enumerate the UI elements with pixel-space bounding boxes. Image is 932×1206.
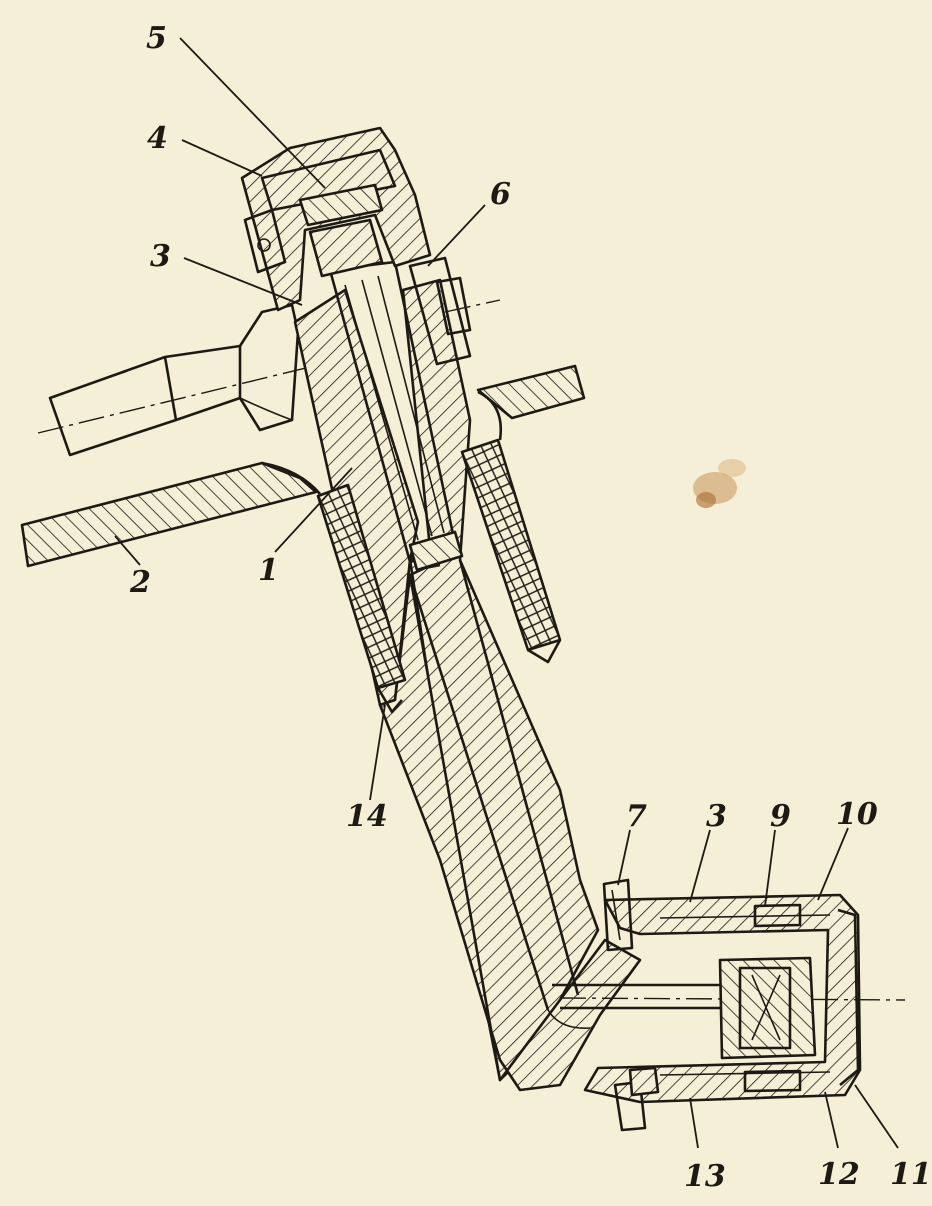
- leader-1: [274, 467, 353, 553]
- leader-9: [764, 829, 776, 907]
- label-2: 2: [129, 565, 151, 600]
- leader-10: [817, 827, 849, 901]
- leader-7: [617, 829, 631, 886]
- label-9: 9: [770, 799, 791, 834]
- leader-lines: [114, 37, 899, 1149]
- leader-12: [824, 1091, 839, 1149]
- label-6: 6: [490, 177, 511, 212]
- bushing-sleeve: [316, 438, 562, 714]
- label-14: 14: [346, 799, 388, 834]
- leader-4: [181, 139, 263, 177]
- label-10: 10: [836, 797, 878, 832]
- label-3-top: 3: [150, 239, 171, 274]
- label-4: 4: [147, 121, 168, 156]
- label-1: 1: [258, 553, 279, 588]
- leader-13: [689, 1097, 699, 1149]
- leader-6: [427, 204, 486, 267]
- paper-stain: [693, 459, 746, 508]
- callout-labels: 5 4 6 3 2 1 14 7 3 9 10 13 12 11: [129, 21, 932, 1194]
- crank-arm: [37, 303, 311, 457]
- label-11: 11: [890, 1157, 932, 1192]
- label-13: 13: [684, 1159, 726, 1194]
- leader-5: [179, 37, 326, 189]
- label-5: 5: [146, 21, 167, 56]
- pipe-body: [293, 278, 642, 1092]
- leader-11: [854, 1084, 899, 1149]
- top-cap: [240, 126, 501, 366]
- lower-housing: [552, 878, 906, 1132]
- label-12: 12: [818, 1157, 860, 1192]
- leader-14: [369, 704, 386, 801]
- label-7: 7: [626, 799, 647, 834]
- leader-8: [689, 829, 711, 903]
- inner-rod: [328, 260, 464, 577]
- label-8: 3: [706, 799, 727, 834]
- leader-2: [114, 535, 141, 566]
- floor-plate: [20, 364, 586, 568]
- leader-3: [183, 257, 303, 306]
